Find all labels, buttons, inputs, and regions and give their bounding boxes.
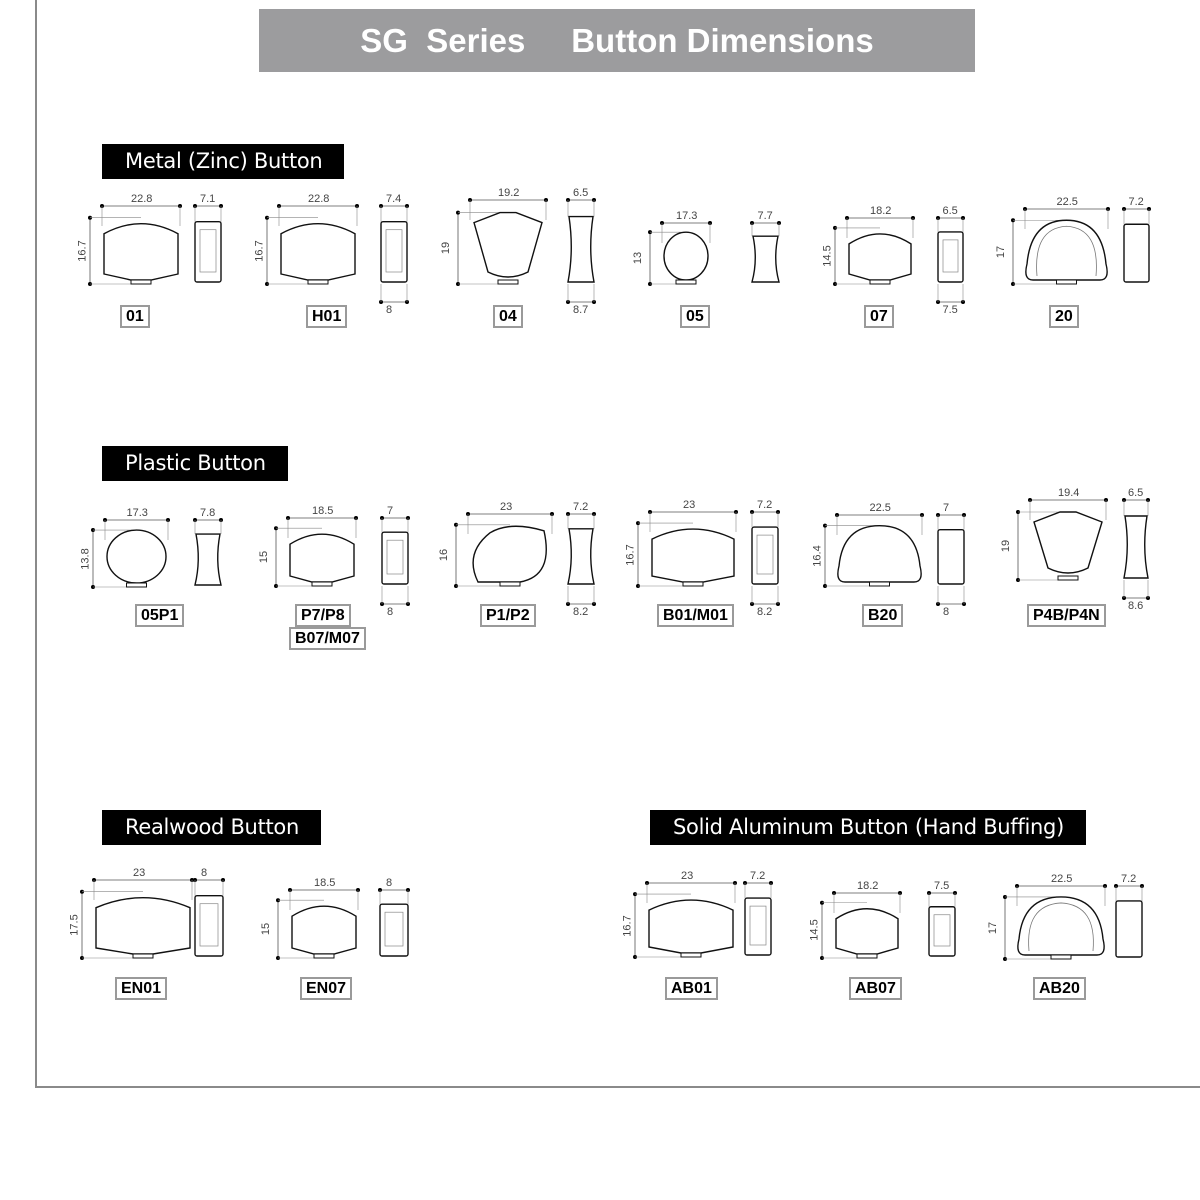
model-code-label: AB01 [665,977,718,1000]
dimension-width: 17.3 [126,507,148,519]
model-code-label: P1/P2 [480,604,536,627]
model-code-label: B01/M01 [657,604,734,627]
model-code-label: P7/P8 [295,604,351,627]
section-metal-label: Metal (Zinc) Button [102,144,345,179]
dimension-thickness-bottom: 8.2 [757,606,773,618]
dimension-width: 22.5 [1051,873,1073,885]
section-realwood-label: Realwood Button [102,810,321,845]
model-code-label: 01 [120,305,150,328]
dimension-thickness-bottom: 8 [386,304,393,316]
dimension-thickness-top: 6.5 [942,205,958,217]
dimension-thickness-top: 7.4 [386,193,402,205]
dimension-width: 23 [683,499,696,511]
model-code-label: P4B/P4N [1027,604,1106,627]
dimension-width: 23 [681,870,694,882]
model-code-label: 20 [1049,305,1079,328]
dimension-thickness-top: 7.1 [200,193,216,205]
dimension-thickness-top: 7.2 [1121,873,1137,885]
page-title: SG Series Button Dimensions [259,9,975,72]
dimension-width: 18.2 [870,205,892,217]
section-aluminum-label: Solid Aluminum Button (Hand Buffing) [650,810,1086,845]
dimension-width: 22.8 [131,193,153,205]
dimension-width: 17.3 [676,210,698,222]
model-code-label: 04 [493,305,523,328]
dimension-thickness-bottom: 8.7 [573,304,589,316]
dimension-thickness-top: 7 [387,505,394,517]
dimension-thickness-top: 7.2 [757,499,773,511]
dimension-thickness-top: 8 [386,877,393,889]
dimension-thickness-top: 7.8 [200,507,216,519]
dimension-width: 18.2 [857,880,879,892]
dimension-thickness-top: 6.5 [1128,487,1144,499]
dimension-width: 19.2 [498,187,520,199]
dimension-thickness-bottom: 7.5 [942,304,958,316]
dimension-thickness-top: 7.7 [757,210,773,222]
dimension-width: 23 [500,501,513,513]
model-code-label: AB20 [1033,977,1086,1000]
dimension-thickness-top: 7.2 [573,501,589,513]
dimension-width: 18.5 [312,505,334,517]
dimension-height: 17 [987,921,1000,935]
model-code-label: EN07 [300,977,353,1000]
dimension-width: 22.8 [308,193,330,205]
dimension-width: 19.4 [1058,487,1080,499]
dimension-thickness-top: 7.2 [1128,196,1144,208]
model-code-label: 05 [680,305,710,328]
page-frame [35,0,1200,1088]
model-code-label: B20 [862,604,904,627]
dimension-thickness-bottom: 8 [387,606,394,618]
model-code-label: H01 [306,305,348,328]
dimension-thickness-top: 7.5 [934,880,950,892]
model-code-label: 07 [864,305,894,328]
dimension-thickness-bottom: 8.6 [1128,600,1144,612]
section-plastic-label: Plastic Button [102,446,288,481]
model-code-label-alt: B07/M07 [289,627,366,650]
dimension-thickness-bottom: 8 [943,606,950,618]
model-code-label: 05P1 [135,604,185,627]
dimension-width: 23 [133,867,146,879]
model-code-label: AB07 [849,977,902,1000]
dimension-thickness-top: 7 [943,502,950,514]
dimension-thickness-bottom: 8.2 [573,606,589,618]
dimension-width: 22.5 [869,502,891,514]
dimension-thickness-top: 7.2 [750,870,766,882]
model-code-label: EN01 [115,977,168,1000]
dimension-thickness-top: 6.5 [573,187,589,199]
dimension-width: 22.5 [1056,196,1078,208]
dimension-width: 18.5 [314,877,336,889]
dimension-thickness-top: 8 [201,867,208,879]
